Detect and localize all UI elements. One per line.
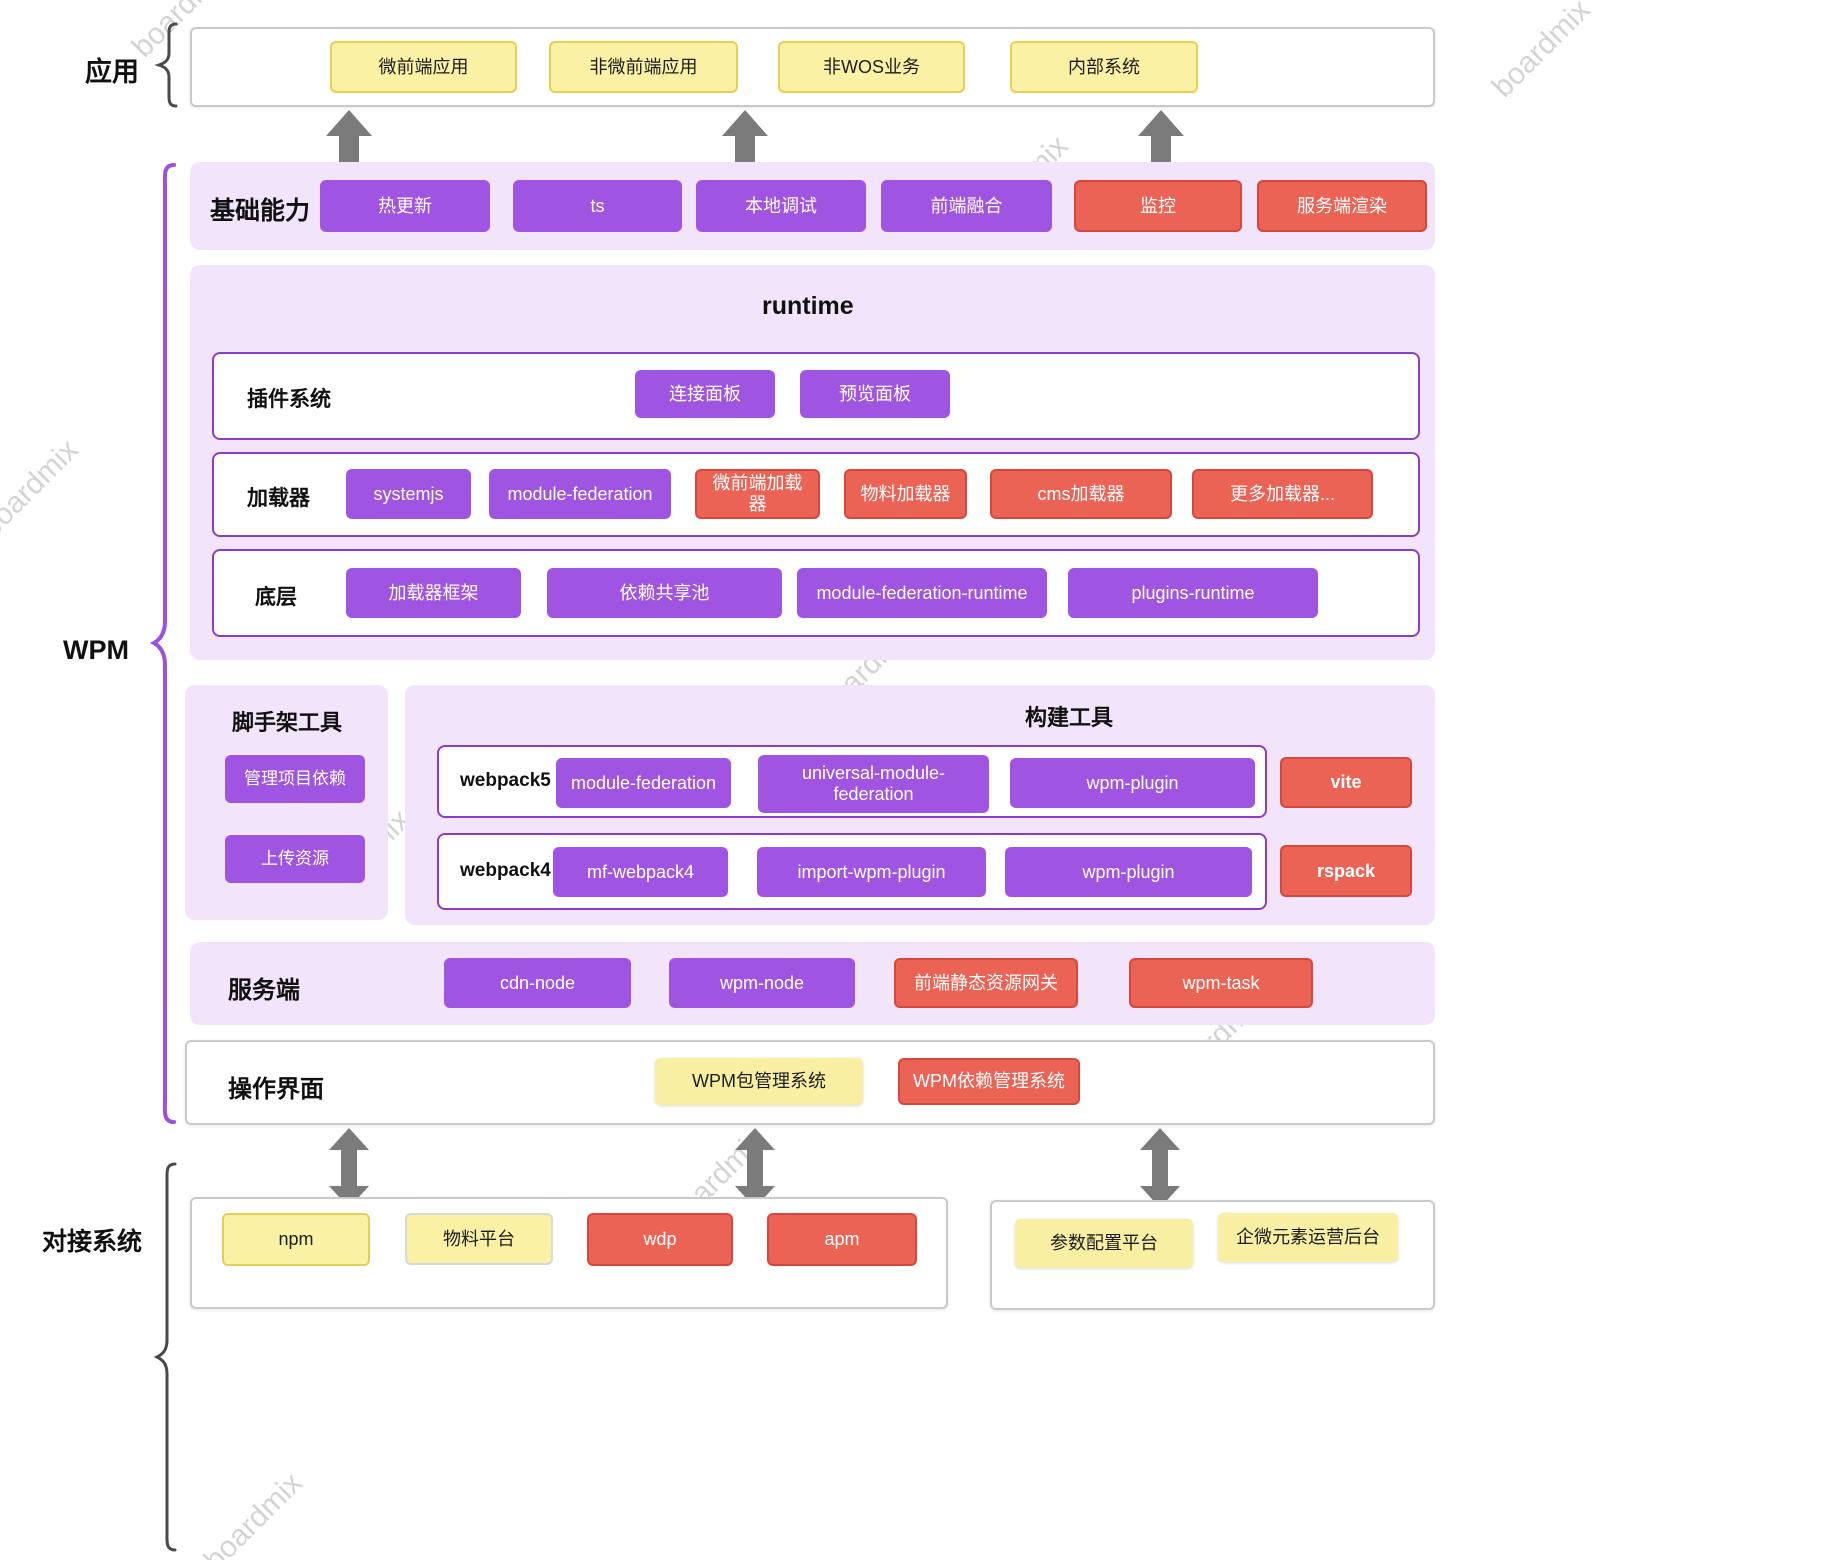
- app-chip[interactable]: 微前端应用: [330, 41, 517, 93]
- app-chip[interactable]: 非微前端应用: [549, 41, 738, 93]
- build-title: 构建工具: [1025, 705, 1114, 730]
- apps-brace[interactable]: [154, 22, 180, 108]
- server-chip[interactable]: 前端静态资源网关: [894, 958, 1078, 1008]
- core-row-label: 底层: [255, 586, 297, 609]
- external-brace[interactable]: [153, 1162, 179, 1552]
- build-chip[interactable]: vite: [1280, 757, 1412, 808]
- double-arrow[interactable]: [1140, 1128, 1180, 1208]
- server-chip[interactable]: wpm-task: [1129, 958, 1313, 1008]
- build-chip[interactable]: rspack: [1280, 845, 1412, 897]
- ui-chip[interactable]: WPM依赖管理系统: [898, 1058, 1080, 1105]
- base-label: 基础能力: [210, 197, 311, 225]
- up-arrow[interactable]: [1138, 110, 1184, 162]
- server-chip[interactable]: wpm-node: [669, 958, 855, 1008]
- app-chip[interactable]: 非WOS业务: [778, 41, 965, 93]
- webpack4-label: webpack4: [460, 860, 551, 881]
- capability-chip[interactable]: 服务端渲染: [1257, 180, 1427, 232]
- build-chip[interactable]: wpm-plugin: [1005, 847, 1252, 897]
- loader-chip[interactable]: 更多加载器...: [1192, 469, 1373, 519]
- watermark: boardmix: [0, 433, 85, 544]
- core-chip[interactable]: 依赖共享池: [547, 568, 782, 618]
- build-chip[interactable]: module-federation: [556, 758, 731, 808]
- external-chip[interactable]: wdp: [587, 1213, 733, 1266]
- watermark: boardmix: [1486, 0, 1597, 104]
- scaffold-title: 脚手架工具: [232, 710, 343, 735]
- apps-label: 应用: [85, 57, 139, 87]
- core-chip[interactable]: module-federation-runtime: [797, 568, 1047, 618]
- ui-label: 操作界面: [228, 1076, 324, 1103]
- core-chip[interactable]: 加载器框架: [346, 568, 521, 618]
- up-arrow[interactable]: [326, 110, 372, 162]
- watermark: boardmix: [198, 1466, 309, 1560]
- runtime-title: runtime: [762, 292, 854, 320]
- scaffold-chip[interactable]: 上传资源: [225, 835, 365, 883]
- double-arrow[interactable]: [329, 1128, 369, 1208]
- scaffold-chip[interactable]: 管理项目依赖: [225, 755, 365, 803]
- loader-chip[interactable]: 物料加载器: [844, 469, 967, 519]
- external-label: 对接系统: [42, 1228, 143, 1256]
- capability-chip[interactable]: 监控: [1074, 180, 1242, 232]
- capability-chip[interactable]: 本地调试: [696, 180, 866, 232]
- ui-chip[interactable]: WPM包管理系统: [655, 1058, 863, 1105]
- wpm-brace[interactable]: [149, 162, 180, 1125]
- build-chip[interactable]: universal-module-federation: [758, 755, 989, 813]
- build-chip[interactable]: wpm-plugin: [1010, 758, 1255, 808]
- loader-chip[interactable]: 微前端加载器: [695, 469, 820, 519]
- loader-chip[interactable]: cms加载器: [990, 469, 1172, 519]
- double-arrow[interactable]: [735, 1128, 775, 1208]
- app-chip[interactable]: 内部系统: [1010, 41, 1198, 93]
- plugin-chip[interactable]: 预览面板: [800, 370, 950, 418]
- external-chip[interactable]: npm: [222, 1213, 370, 1266]
- server-label: 服务端: [228, 977, 300, 1004]
- loader-chip[interactable]: systemjs: [346, 469, 471, 519]
- external-chip[interactable]: 企微元素运营后台: [1218, 1213, 1398, 1262]
- wpm-label: WPM: [63, 635, 129, 665]
- capability-chip[interactable]: 前端融合: [881, 180, 1052, 232]
- build-chip[interactable]: mf-webpack4: [553, 847, 728, 897]
- loader-chip[interactable]: module-federation: [489, 469, 671, 519]
- external-chip[interactable]: 参数配置平台: [1015, 1219, 1193, 1268]
- capability-chip[interactable]: 热更新: [320, 180, 490, 232]
- loader-row-label: 加载器: [247, 487, 310, 510]
- external-chip[interactable]: apm: [767, 1213, 917, 1266]
- capability-chip[interactable]: ts: [513, 180, 682, 232]
- plugin-row-label: 插件系统: [247, 388, 331, 411]
- core-chip[interactable]: plugins-runtime: [1068, 568, 1318, 618]
- build-chip[interactable]: import-wpm-plugin: [757, 847, 986, 897]
- up-arrow[interactable]: [722, 110, 768, 162]
- plugin-chip[interactable]: 连接面板: [635, 370, 775, 418]
- server-chip[interactable]: cdn-node: [444, 958, 631, 1008]
- webpack5-label: webpack5: [460, 770, 551, 791]
- external-chip[interactable]: 物料平台: [405, 1213, 553, 1265]
